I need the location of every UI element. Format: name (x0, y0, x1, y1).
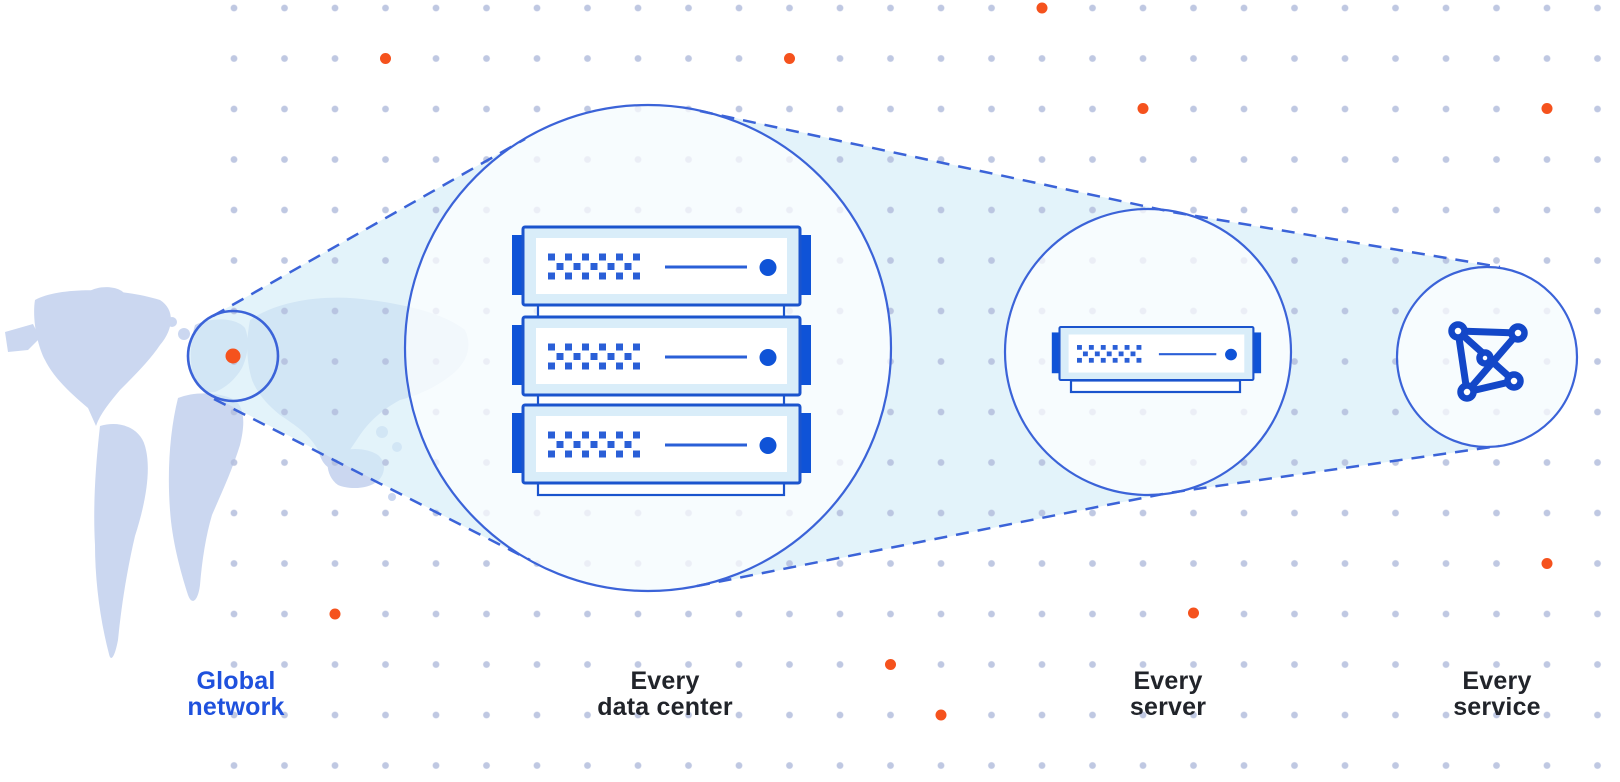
orange-accent-dots (225, 2, 1553, 721)
map-location-dot (225, 348, 241, 364)
server-unit-icon (512, 405, 811, 483)
server-rack-icon (512, 227, 811, 497)
label-every-service: Every service (1453, 668, 1541, 720)
label-every-server: Every server (1130, 668, 1206, 720)
label-line: network (187, 693, 285, 721)
label-line: Every (630, 667, 700, 695)
zoom-dashed-lines (212, 109, 1501, 588)
network-mesh-icon (1448, 321, 1528, 402)
label-line: server (1129, 693, 1207, 721)
label-line: service (1453, 693, 1541, 721)
server-unit-icon (512, 227, 811, 305)
label-line: Every (1462, 667, 1532, 695)
server-unit-icon (1052, 327, 1261, 394)
server-unit-icon (512, 317, 811, 395)
label-line: Every (1133, 667, 1203, 695)
label-global-network: Global network (187, 668, 284, 720)
map-highlight-circle (186, 309, 280, 403)
label-every-data-center: Every data center (597, 668, 733, 720)
label-line: data center (597, 693, 733, 721)
label-line: Global (196, 667, 276, 695)
